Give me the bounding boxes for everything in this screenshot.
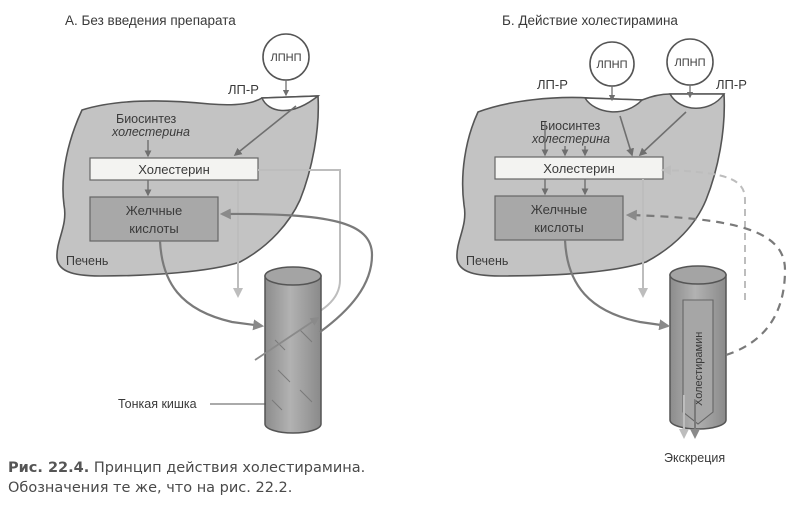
receptor-label-a: ЛП-Р <box>228 82 259 97</box>
biosynthesis-label-b: Биосинтез <box>540 119 601 133</box>
receptor-label-b-right: ЛП-Р <box>716 77 747 92</box>
bile-acids-label-b: Желчные <box>531 202 587 217</box>
liver-shape-a <box>56 95 320 277</box>
bile-acids-box-a <box>89 196 219 242</box>
panel-a-title: А. Без введения препарата <box>65 13 236 28</box>
ldl-label-a: ЛПНП <box>271 52 302 64</box>
panel-a: А. Без введения препарата ЛПНП ЛП-Р Биос… <box>56 13 374 434</box>
cholestyramine-label: Холестирамин <box>693 332 705 406</box>
bile-acids-label2-b: кислоты <box>534 220 583 235</box>
bile-acids-label2-a: кислоты <box>129 221 178 236</box>
ldl-label-b-right: ЛПНП <box>675 57 706 69</box>
panel-b: Б. Действие холестирамина ЛПНП ЛПНП ЛП-Р… <box>456 13 787 465</box>
bile-acids-box-b <box>494 195 624 241</box>
intestine-label-a: Тонкая кишка <box>118 397 197 411</box>
receptor-label-b-left: ЛП-Р <box>537 77 568 92</box>
liver-label-b: Печень <box>466 254 508 268</box>
biosynthesis-label-a: Биосинтез <box>116 112 177 126</box>
ldl-receptor-b-left <box>583 97 644 113</box>
small-intestine-a <box>264 266 322 434</box>
bile-acids-label-a: Желчные <box>126 203 182 218</box>
ldl-label-b-left: ЛПНП <box>597 59 628 71</box>
figure-caption: Рис. 22.4. Принцип действия холестирамин… <box>8 458 365 498</box>
cholesterol-label-a: Холестерин <box>138 162 210 177</box>
ldl-receptor-b-right <box>668 93 726 109</box>
biosynthesis-label2-b: холестерина <box>531 132 610 146</box>
biosynthesis-label2-a: холестерина <box>111 125 190 139</box>
panel-b-title: Б. Действие холестирамина <box>502 13 678 28</box>
caption-line-2: Обозначения те же, что на рис. 22.2. <box>8 480 293 496</box>
cholesterol-label-b: Холестерин <box>543 161 615 176</box>
caption-line-1: Принцип действия холестирамина. <box>89 460 366 476</box>
ldl-receptor-a <box>260 95 321 112</box>
liver-label-a: Печень <box>66 254 108 268</box>
caption-figure-number: Рис. 22.4. <box>8 460 90 476</box>
excretion-label: Экскреция <box>664 451 725 465</box>
small-intestine-b: Холестирамин <box>669 265 727 430</box>
